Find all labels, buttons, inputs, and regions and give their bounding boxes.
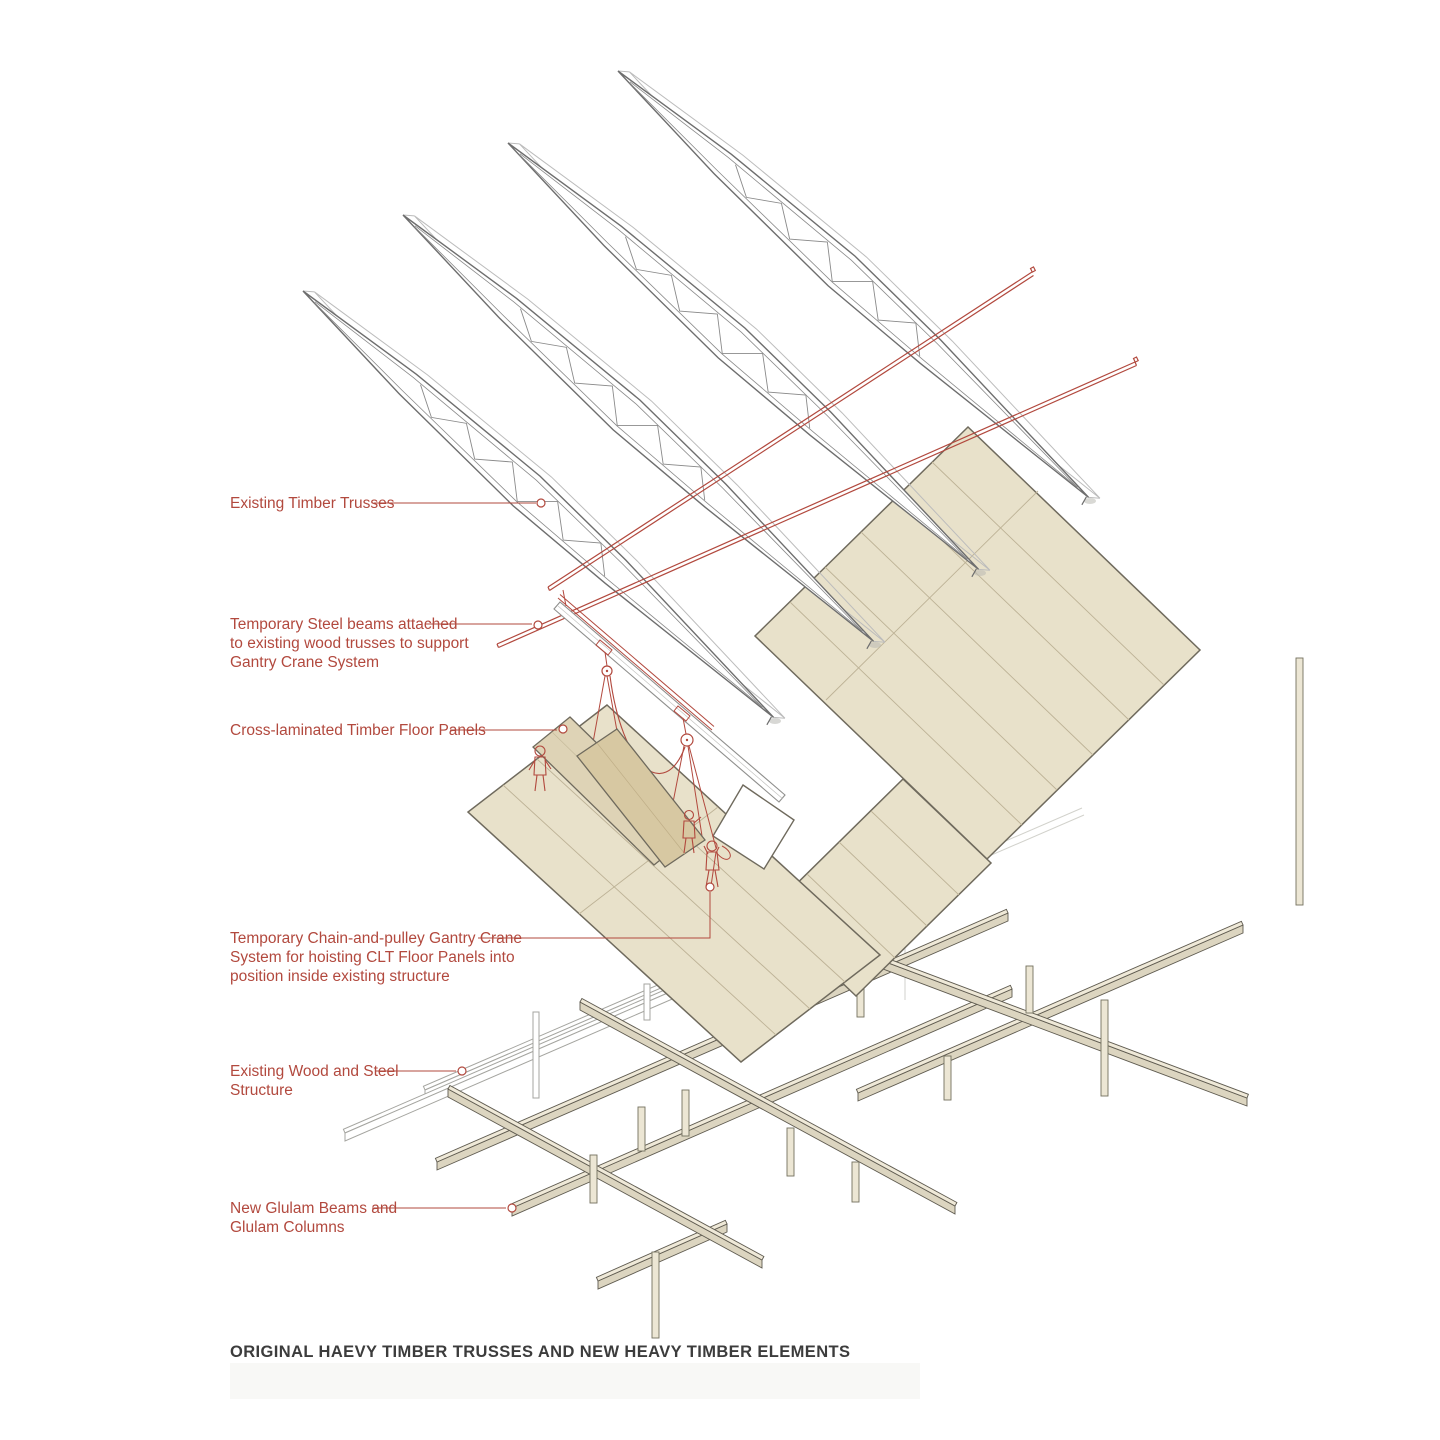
glulam-column: [1295, 657, 1304, 906]
leader-dot: [536, 498, 546, 508]
existing-column: [532, 1011, 540, 1099]
label-gantry-crane-line3: position inside existing structure: [230, 968, 450, 985]
glulam-column: [637, 1106, 646, 1152]
label-new-glulam-line1: New Glulam Beams and: [230, 1200, 397, 1217]
worker-figure-3: [703, 840, 720, 888]
temporary-steel-beam: [496, 356, 1139, 649]
clt-panel-hoisted: [576, 728, 706, 868]
label-existing-wood-steel-line1: Existing Wood and Steel: [230, 1063, 399, 1080]
leader-dot: [457, 1066, 467, 1076]
glulam-column: [651, 1251, 660, 1339]
label-clt-floor-panels: Cross-laminated Timber Floor Panels: [230, 722, 486, 739]
temporary-steel-beam: [547, 266, 1037, 592]
temporary-steel-beams-group: [496, 266, 1139, 649]
worker-figure-2: [682, 809, 702, 854]
worker-figure-1: [528, 745, 552, 792]
caption-band: [230, 1363, 920, 1399]
glulam-column: [681, 1089, 690, 1137]
glulam-beam: [595, 1219, 728, 1290]
label-temporary-steel-beams-line3: Gantry Crane System: [230, 654, 379, 671]
truss-shadows: [769, 498, 1096, 724]
label-existing-wood-steel-line2: Structure: [230, 1082, 293, 1099]
glulam-column: [851, 1161, 860, 1203]
floor-opening: [712, 783, 795, 870]
label-temporary-steel-beams-line2: to existing wood trusses to support: [230, 635, 469, 652]
glulam-column: [1025, 965, 1034, 1014]
glulam-beam: [579, 997, 958, 1215]
label-existing-timber-trusses: Existing Timber Trusses: [230, 495, 395, 512]
existing-column: [643, 983, 651, 1021]
leader-dot: [507, 1203, 517, 1213]
glulam-column: [1100, 999, 1109, 1097]
glulam-beam: [447, 1084, 765, 1269]
glulam-column: [786, 1127, 795, 1177]
floor-plate-right-lobe: [753, 425, 1202, 861]
glulam-beam: [855, 920, 1244, 1102]
hoist-rope: [688, 745, 731, 887]
chain-pulley-hoist: [591, 639, 618, 749]
leader-dot: [558, 724, 568, 734]
diagram-caption: ORIGINAL HAEVY TIMBER TRUSSES AND NEW HE…: [230, 1343, 850, 1361]
leader-dot: [705, 882, 715, 892]
label-gantry-crane-line1: Temporary Chain-and-pulley Gantry Crane: [230, 930, 522, 947]
annotation-labels: Existing Timber Trusses Temporary Steel …: [230, 495, 522, 1236]
label-new-glulam-line2: Glulam Columns: [230, 1219, 345, 1236]
glulam-column: [589, 1154, 598, 1204]
label-gantry-crane-line2: System for hoisting CLT Floor Panels int…: [230, 949, 515, 966]
leader-dot: [533, 620, 543, 630]
glulam-column: [943, 1055, 952, 1101]
label-temporary-steel-beams-line1: Temporary Steel beams attached: [230, 616, 457, 633]
annotation-leaders: [372, 498, 715, 1213]
